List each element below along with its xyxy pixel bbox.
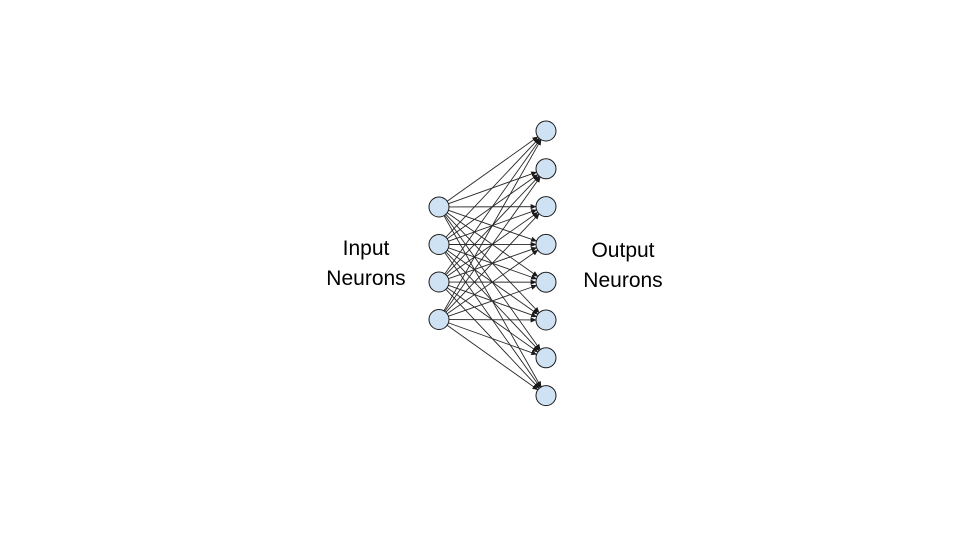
- edge-input-2-to-output-1: [445, 137, 540, 238]
- edge-input-3-to-output-1: [444, 138, 541, 275]
- connection-edges: [443, 136, 542, 391]
- output-neuron-6: [535, 309, 557, 331]
- edge-input-4-to-output-3: [445, 213, 540, 313]
- input-layer: [428, 196, 450, 330]
- edge-input-4-to-output-4: [446, 249, 539, 315]
- output-neuron-3: [535, 196, 557, 218]
- input-neuron-3: [428, 271, 450, 293]
- input-label-line1: Input: [342, 237, 390, 260]
- edge-input-4-to-output-5: [448, 284, 538, 317]
- output-neuron-8: [535, 385, 557, 407]
- edge-input-4-to-output-7: [448, 322, 538, 356]
- output-label-line2: Neurons: [583, 269, 663, 292]
- input-neuron-1: [428, 196, 450, 218]
- output-label-line1: Output: [591, 239, 655, 262]
- edge-input-1-to-output-1: [446, 136, 539, 202]
- input-neuron-4: [428, 309, 450, 330]
- edge-input-4-to-output-8: [446, 324, 539, 391]
- output-neurons-label: Output Neurons: [563, 236, 683, 296]
- input-label-line2: Neurons: [326, 267, 406, 290]
- output-neuron-2: [535, 158, 557, 180]
- output-layer: [535, 120, 557, 407]
- output-neuron-7: [535, 347, 557, 369]
- input-neuron-2: [428, 234, 450, 255]
- output-neuron-4: [535, 233, 557, 255]
- edge-input-4-to-output-2: [444, 176, 541, 312]
- output-neuron-5: [535, 271, 557, 293]
- input-neurons-label: Input Neurons: [306, 234, 426, 294]
- edge-input-4-to-output-1: [443, 139, 542, 312]
- output-neuron-1: [535, 120, 557, 142]
